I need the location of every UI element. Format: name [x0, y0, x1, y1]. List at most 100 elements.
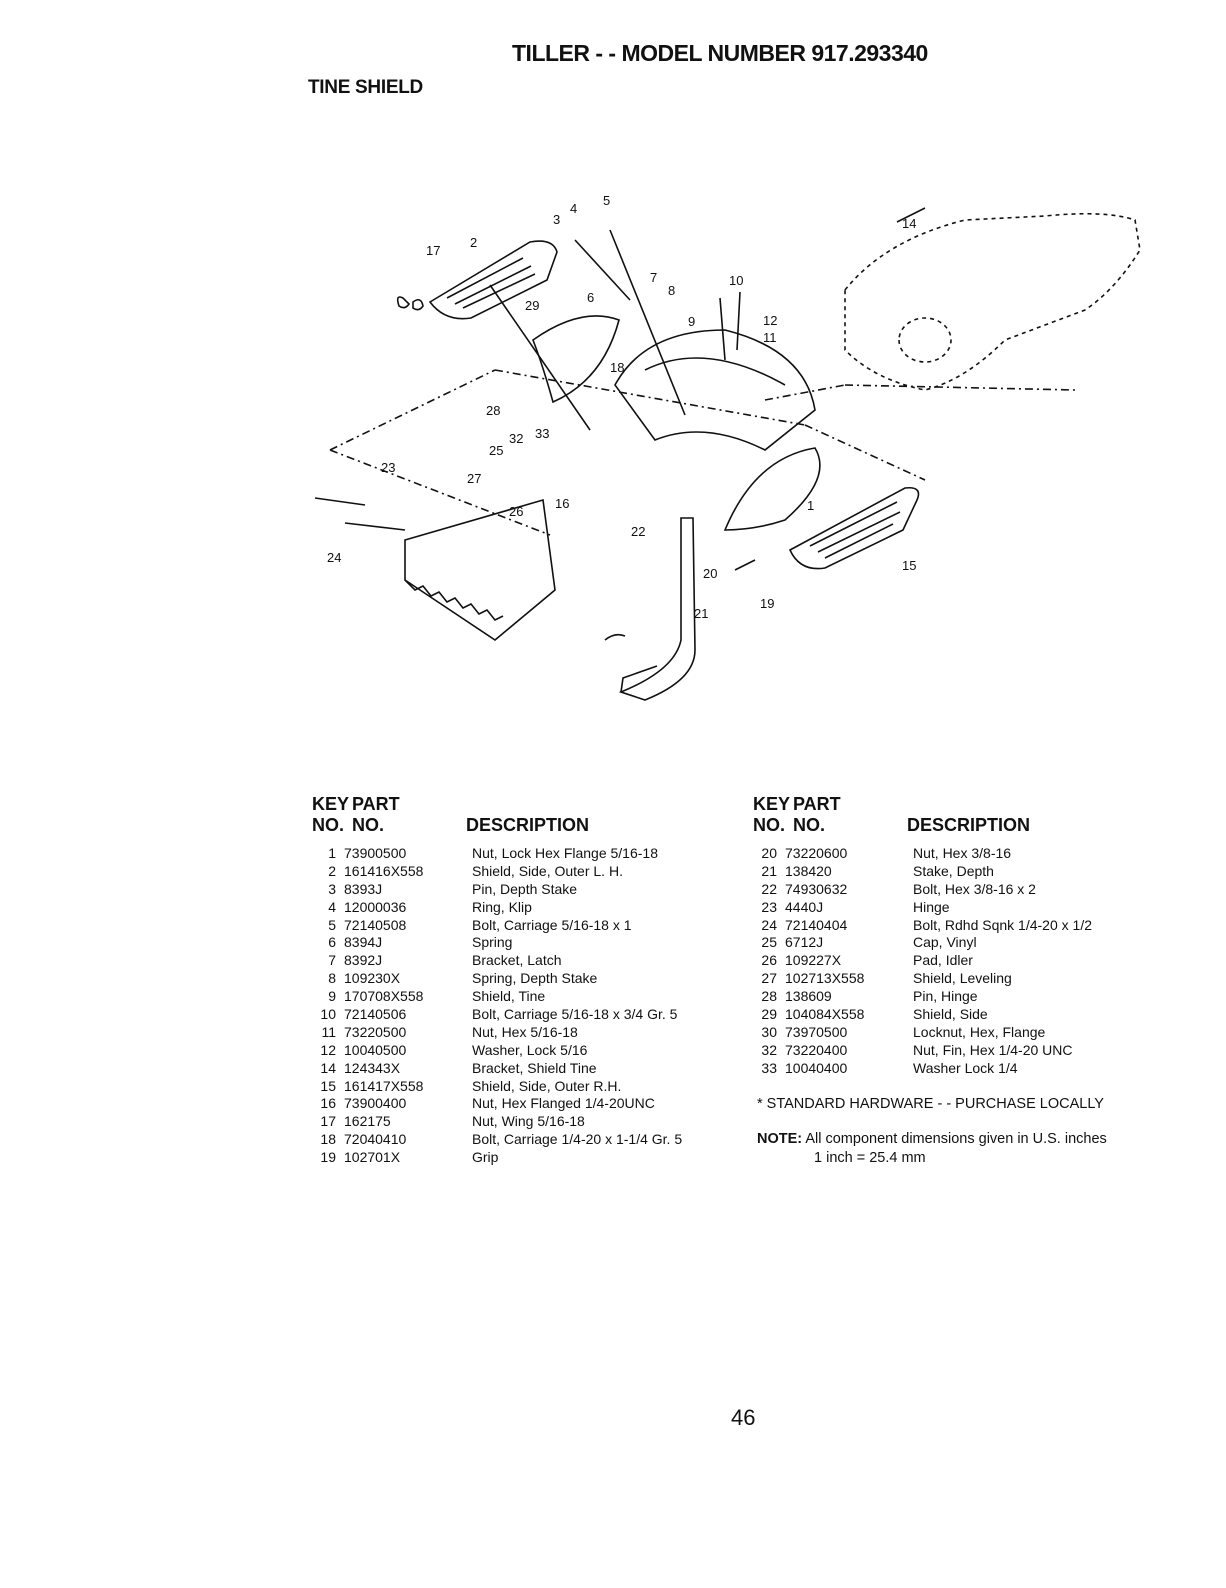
header-key-top: KEY — [753, 794, 791, 814]
key-number: 10 — [320, 1006, 336, 1023]
part-number: 170708X558 — [344, 988, 424, 1005]
part-description: Shield, Side, Outer L. H. — [472, 862, 623, 879]
part-description: Bracket, Latch — [472, 952, 562, 969]
header-part-bottom: NO. — [352, 815, 385, 835]
header-part-top: PART — [793, 794, 841, 814]
key-number: 4 — [328, 898, 336, 915]
part-description: Stake, Depth — [913, 862, 994, 879]
part-description: Hinge — [913, 898, 950, 915]
right-outer-shield-shape — [788, 486, 920, 570]
key-number: 22 — [761, 880, 777, 897]
key-number: 21 — [761, 862, 777, 879]
key-number: 18 — [320, 1131, 336, 1148]
part-description: Pad, Idler — [913, 952, 973, 969]
callout-32: 32 — [509, 431, 523, 446]
part-description: Locknut, Hex, Flange — [913, 1023, 1046, 1040]
part-description: Nut, Fin, Hex 1/4-20 UNC — [913, 1041, 1073, 1058]
part-description: Nut, Wing 5/16-18 — [472, 1113, 585, 1130]
part-number: 104084X558 — [785, 1006, 865, 1023]
key-number: 32 — [761, 1041, 777, 1058]
key-number: 19 — [320, 1149, 336, 1166]
part-number: 8394J — [344, 934, 383, 951]
header-description: DESCRIPTION — [466, 815, 590, 835]
part-description: Spring, Depth Stake — [472, 970, 598, 987]
callout-9: 9 — [688, 314, 695, 329]
part-number: 73900400 — [344, 1095, 407, 1112]
key-number: 9 — [328, 988, 336, 1005]
part-number: 162175 — [344, 1113, 391, 1130]
part-number: 72040410 — [344, 1131, 407, 1148]
diagram-callouts: 1 2 3 4 5 6 7 8 9 10 11 12 14 15 16 17 1… — [327, 193, 916, 621]
part-number: 72140508 — [344, 916, 407, 933]
part-number: 102701X — [344, 1149, 401, 1166]
key-number: 33 — [761, 1059, 777, 1076]
key-number: 15 — [320, 1077, 336, 1094]
header-key-bottom: NO. — [312, 815, 345, 835]
section-title: TINE SHIELD — [308, 77, 423, 98]
part-description: Nut, Hex Flanged 1/4-20UNC — [472, 1095, 655, 1112]
part-description: Nut, Lock Hex Flange 5/16-18 — [472, 845, 658, 861]
part-description: Bracket, Shield Tine — [472, 1059, 597, 1076]
key-number: 26 — [761, 952, 777, 969]
key-number: 5 — [328, 916, 336, 933]
conversion-note: 1 inch = 25.4 mm — [814, 1150, 926, 1166]
header-description: DESCRIPTION — [907, 815, 1031, 835]
callout-15: 15 — [902, 558, 916, 573]
part-number: 74930632 — [785, 880, 848, 897]
callout-10: 10 — [729, 273, 743, 288]
page-title: TILLER - - MODEL NUMBER 917.293340 — [512, 40, 928, 66]
key-number: 6 — [328, 934, 336, 951]
callout-17: 17 — [426, 243, 440, 258]
part-number: 8393J — [344, 880, 383, 897]
page-number: 46 — [731, 1405, 756, 1430]
callout-24: 24 — [327, 550, 341, 565]
table-row: 17 162175 Nut, Wing 5/16-18 — [312, 1113, 682, 1131]
part-description: Grip — [472, 1149, 499, 1166]
part-number: 161416X558 — [344, 862, 424, 879]
callout-2: 2 — [470, 235, 477, 250]
part-number: 10040500 — [344, 1041, 407, 1058]
callout-25: 25 — [489, 443, 503, 458]
key-number: 3 — [328, 880, 336, 897]
exploded-parts-diagram: 1 2 3 4 5 6 7 8 9 10 11 12 14 15 16 17 1… — [314, 193, 1141, 701]
key-number: 29 — [761, 1006, 777, 1023]
part-description: Washer Lock 1/4 — [913, 1059, 1018, 1076]
callout-8: 8 — [668, 283, 675, 298]
note-label: NOTE: — [757, 1131, 803, 1147]
left-outer-shield-shape — [428, 240, 558, 320]
callout-27: 27 — [467, 471, 481, 486]
key-number: 17 — [320, 1113, 336, 1130]
table-row: 33 10040400 Washer Lock 1/4 — [753, 1060, 1092, 1078]
callout-33: 33 — [535, 426, 549, 441]
side-shield-left-shape — [532, 315, 620, 404]
note-text: All component dimensions given in U.S. i… — [805, 1131, 1107, 1147]
part-number: 102713X558 — [785, 970, 865, 987]
part-description: Bolt, Carriage 5/16-18 x 3/4 Gr. 5 — [472, 1006, 678, 1023]
callout-16: 16 — [555, 496, 569, 511]
part-number: 10040400 — [785, 1059, 848, 1076]
part-description: Nut, Hex 5/16-18 — [472, 1023, 578, 1040]
callout-11: 11 — [763, 330, 777, 345]
part-description: Spring — [472, 934, 513, 951]
callout-29: 29 — [525, 298, 539, 313]
